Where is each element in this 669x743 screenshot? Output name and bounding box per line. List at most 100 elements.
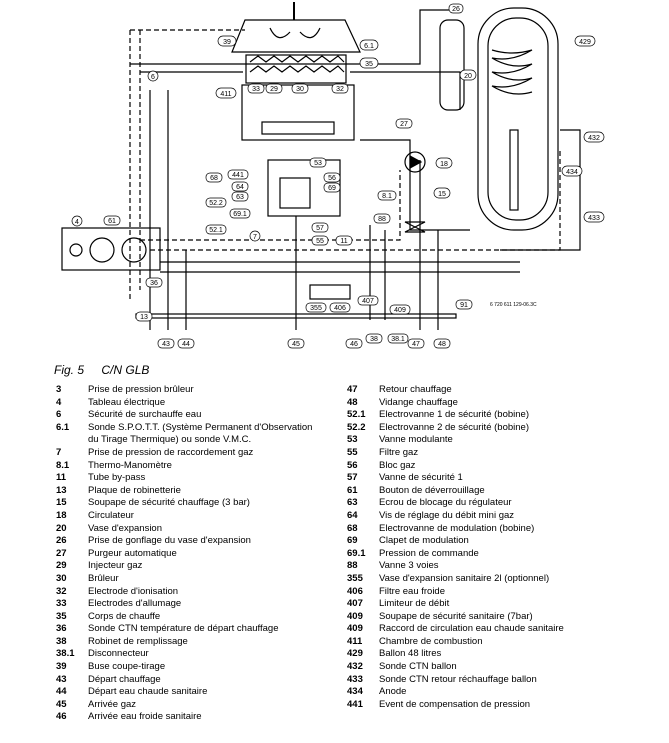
- callout-355: 355: [305, 302, 327, 313]
- legend-number: 15: [56, 497, 67, 509]
- legend-description: Soupape de sécurité chauffage (3 bar): [88, 497, 250, 509]
- svg-text:52.1: 52.1: [209, 227, 223, 234]
- legend-number: 27: [56, 547, 67, 559]
- legend-number: 38.1: [56, 648, 75, 660]
- svg-text:406: 406: [334, 305, 346, 312]
- legend-number: 6.1: [56, 421, 70, 433]
- callout-411: 411: [215, 87, 237, 99]
- svg-text:44: 44: [182, 341, 190, 348]
- svg-text:441: 441: [232, 172, 244, 179]
- legend-number: 53: [347, 434, 358, 446]
- legend-description: Arrivée gaz: [88, 698, 137, 710]
- svg-text:33: 33: [252, 86, 260, 93]
- legend-description: Départ chauffage: [88, 673, 161, 685]
- legend-description: Circulateur: [88, 509, 134, 521]
- legend-description: du Tirage Thermique) ou sonde V.M.C.: [88, 434, 252, 446]
- legend-number: 61: [347, 484, 358, 496]
- legend-description: Prise de gonflage du vase d'expansion: [88, 535, 251, 547]
- callout-35: 35: [359, 57, 379, 69]
- legend-number: 8.1: [56, 459, 70, 471]
- svg-text:8.1: 8.1: [382, 193, 392, 200]
- callout-57: 57: [311, 222, 329, 233]
- legend-description: Sonde CTN ballon: [379, 661, 457, 673]
- svg-text:29: 29: [270, 86, 278, 93]
- legend-description: Injecteur gaz: [88, 560, 143, 572]
- svg-text:43: 43: [162, 341, 170, 348]
- legend-description: Filtre eau froide: [379, 585, 446, 597]
- legend-description: Robinet de remplissage: [88, 635, 188, 647]
- legend-description: Brûleur: [88, 572, 119, 584]
- callout-69: 69: [323, 182, 341, 193]
- svg-text:64: 64: [236, 184, 244, 191]
- callout-30: 30: [291, 83, 309, 94]
- svg-text:47: 47: [412, 341, 420, 348]
- legend-description: Electrovanne 2 de sécurité (bobine): [379, 421, 529, 433]
- callout-44: 44: [177, 338, 195, 349]
- legend-number: 7: [56, 446, 62, 458]
- legend-number: 26: [56, 535, 67, 547]
- callout-64: 64: [231, 181, 249, 192]
- part-number: 6 720 611 129-06.3C: [490, 302, 537, 308]
- svg-text:20: 20: [464, 73, 472, 80]
- svg-text:48: 48: [438, 341, 446, 348]
- legend-item: du Tirage Thermique) ou sonde V.M.C.: [56, 434, 336, 447]
- legend-number: 32: [56, 585, 67, 597]
- svg-text:38: 38: [370, 336, 378, 343]
- svg-text:11: 11: [340, 238, 347, 245]
- callout-69.1: 69.1: [229, 208, 251, 219]
- callout-13: 13: [135, 311, 153, 322]
- svg-text:355: 355: [310, 305, 322, 312]
- callout-52.2: 52.2: [205, 197, 227, 208]
- svg-text:39: 39: [223, 39, 231, 46]
- svg-text:45: 45: [292, 341, 300, 348]
- legend-description: Prise de pression brûleur: [88, 384, 194, 395]
- legend-description: Filtre gaz: [379, 446, 419, 458]
- callout-46: 46: [345, 338, 363, 349]
- legend-description: Plaque de robinetterie: [88, 484, 181, 496]
- legend-description: Bouton de déverrouillage: [379, 484, 485, 496]
- legend-number: 429: [347, 648, 363, 660]
- svg-text:18: 18: [440, 161, 448, 168]
- callout-407: 407: [357, 295, 379, 306]
- legend-description: Tableau électrique: [88, 396, 166, 408]
- legend-number: 64: [347, 509, 358, 521]
- svg-text:6.1: 6.1: [364, 43, 374, 50]
- callout-441: 441: [227, 169, 249, 180]
- legend-item: 61 Bouton de déverrouillage: [347, 485, 647, 498]
- legend-description: Pression de commande: [379, 547, 479, 559]
- svg-text:15: 15: [438, 191, 446, 198]
- svg-text:68: 68: [210, 175, 218, 182]
- legend-item: 30 Brûleur: [56, 573, 336, 586]
- legend-number: 6: [56, 409, 62, 421]
- legend-description: Purgeur automatique: [88, 547, 177, 559]
- callout-433: 433: [583, 211, 605, 223]
- callout-63: 63: [231, 191, 249, 202]
- legend-description: Tube by-pass: [88, 472, 146, 484]
- callout-432: 432: [583, 131, 605, 143]
- svg-text:53: 53: [314, 160, 322, 167]
- legend-number: 30: [56, 572, 67, 584]
- callout-429: 429: [574, 35, 596, 47]
- legend-description: Clapet de modulation: [379, 535, 469, 547]
